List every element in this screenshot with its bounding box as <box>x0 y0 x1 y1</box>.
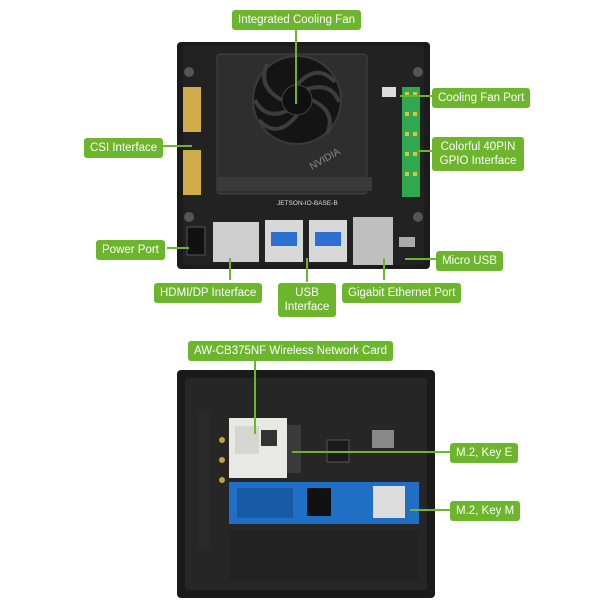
label-gpio-line2: GPIO Interface <box>439 155 517 167</box>
bottom-board-photo <box>177 370 435 598</box>
line-wireless-card <box>254 356 256 434</box>
top-board-graphic: NVIDIA <box>177 42 430 269</box>
line-m2-key-m <box>410 509 452 511</box>
label-m2-key-e: M.2, Key E <box>450 443 519 463</box>
label-csi-interface: CSI Interface <box>84 138 164 158</box>
board-silkscreen-text: JETSON-IO-BASE-B <box>277 200 338 207</box>
line-micro-usb <box>405 258 437 260</box>
label-gpio-line1: Colorful 40PIN <box>440 141 516 153</box>
label-gpio-interface: Colorful 40PIN GPIO Interface <box>432 137 524 171</box>
label-m2-key-m: M.2, Key M <box>450 501 521 521</box>
label-integrated-cooling-fan: Integrated Cooling Fan <box>232 10 361 30</box>
line-ethernet <box>383 258 385 280</box>
label-micro-usb: Micro USB <box>436 251 503 271</box>
label-cooling-fan-port: Cooling Fan Port <box>432 88 531 108</box>
line-usb <box>306 258 308 282</box>
label-power-port: Power Port <box>96 240 165 260</box>
bottom-board-graphic <box>177 370 435 598</box>
label-usb-line2: Interface <box>284 301 330 313</box>
line-cooling-fan <box>295 28 297 104</box>
line-gpio <box>418 150 432 152</box>
label-usb-line1: USB <box>295 287 319 299</box>
line-hdmi <box>229 258 231 280</box>
label-gigabit-ethernet: Gigabit Ethernet Port <box>342 283 462 303</box>
label-hdmi-dp-interface: HDMI/DP Interface <box>154 283 263 303</box>
line-m2-key-e <box>292 451 452 453</box>
label-usb-interface: USB Interface <box>278 283 336 317</box>
top-board-photo: NVIDIA JETSON- <box>177 42 430 269</box>
line-csi-interface <box>162 145 192 147</box>
line-cooling-fan-port <box>400 95 432 97</box>
label-wireless-network-card: AW-CB375NF Wireless Network Card <box>188 341 393 361</box>
line-power-port <box>167 247 189 249</box>
